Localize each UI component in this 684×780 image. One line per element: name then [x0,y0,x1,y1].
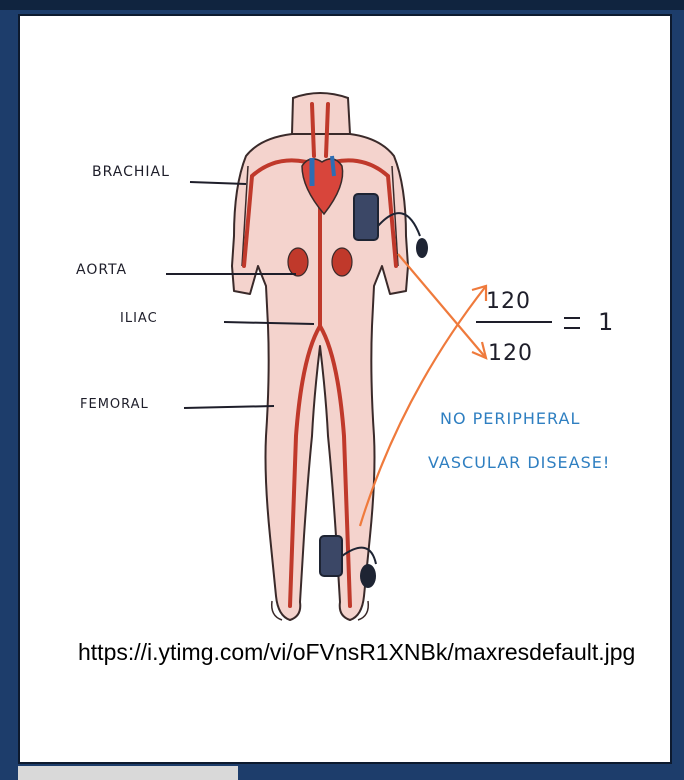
label-iliac: ILIAC [120,311,158,326]
crossing-arrows [360,254,486,526]
label-brachial: BRACHIAL [92,164,170,180]
ratio-numerator: 120 [486,289,531,314]
top-edge [0,0,684,10]
ratio-denominator: 120 [488,341,533,366]
conclusion-line-1: NO PERIPHERAL [440,409,580,428]
conclusion-line-2: VASCULAR DISEASE! [428,453,610,472]
thumbnail-strip [18,766,238,780]
ratio-result: 1 [598,308,614,336]
label-femoral: FEMORAL [80,397,149,412]
label-aorta: AORTA [76,262,127,278]
source-url-caption: https://i.ytimg.com/vi/oFVnsR1XNBk/maxre… [78,638,638,667]
